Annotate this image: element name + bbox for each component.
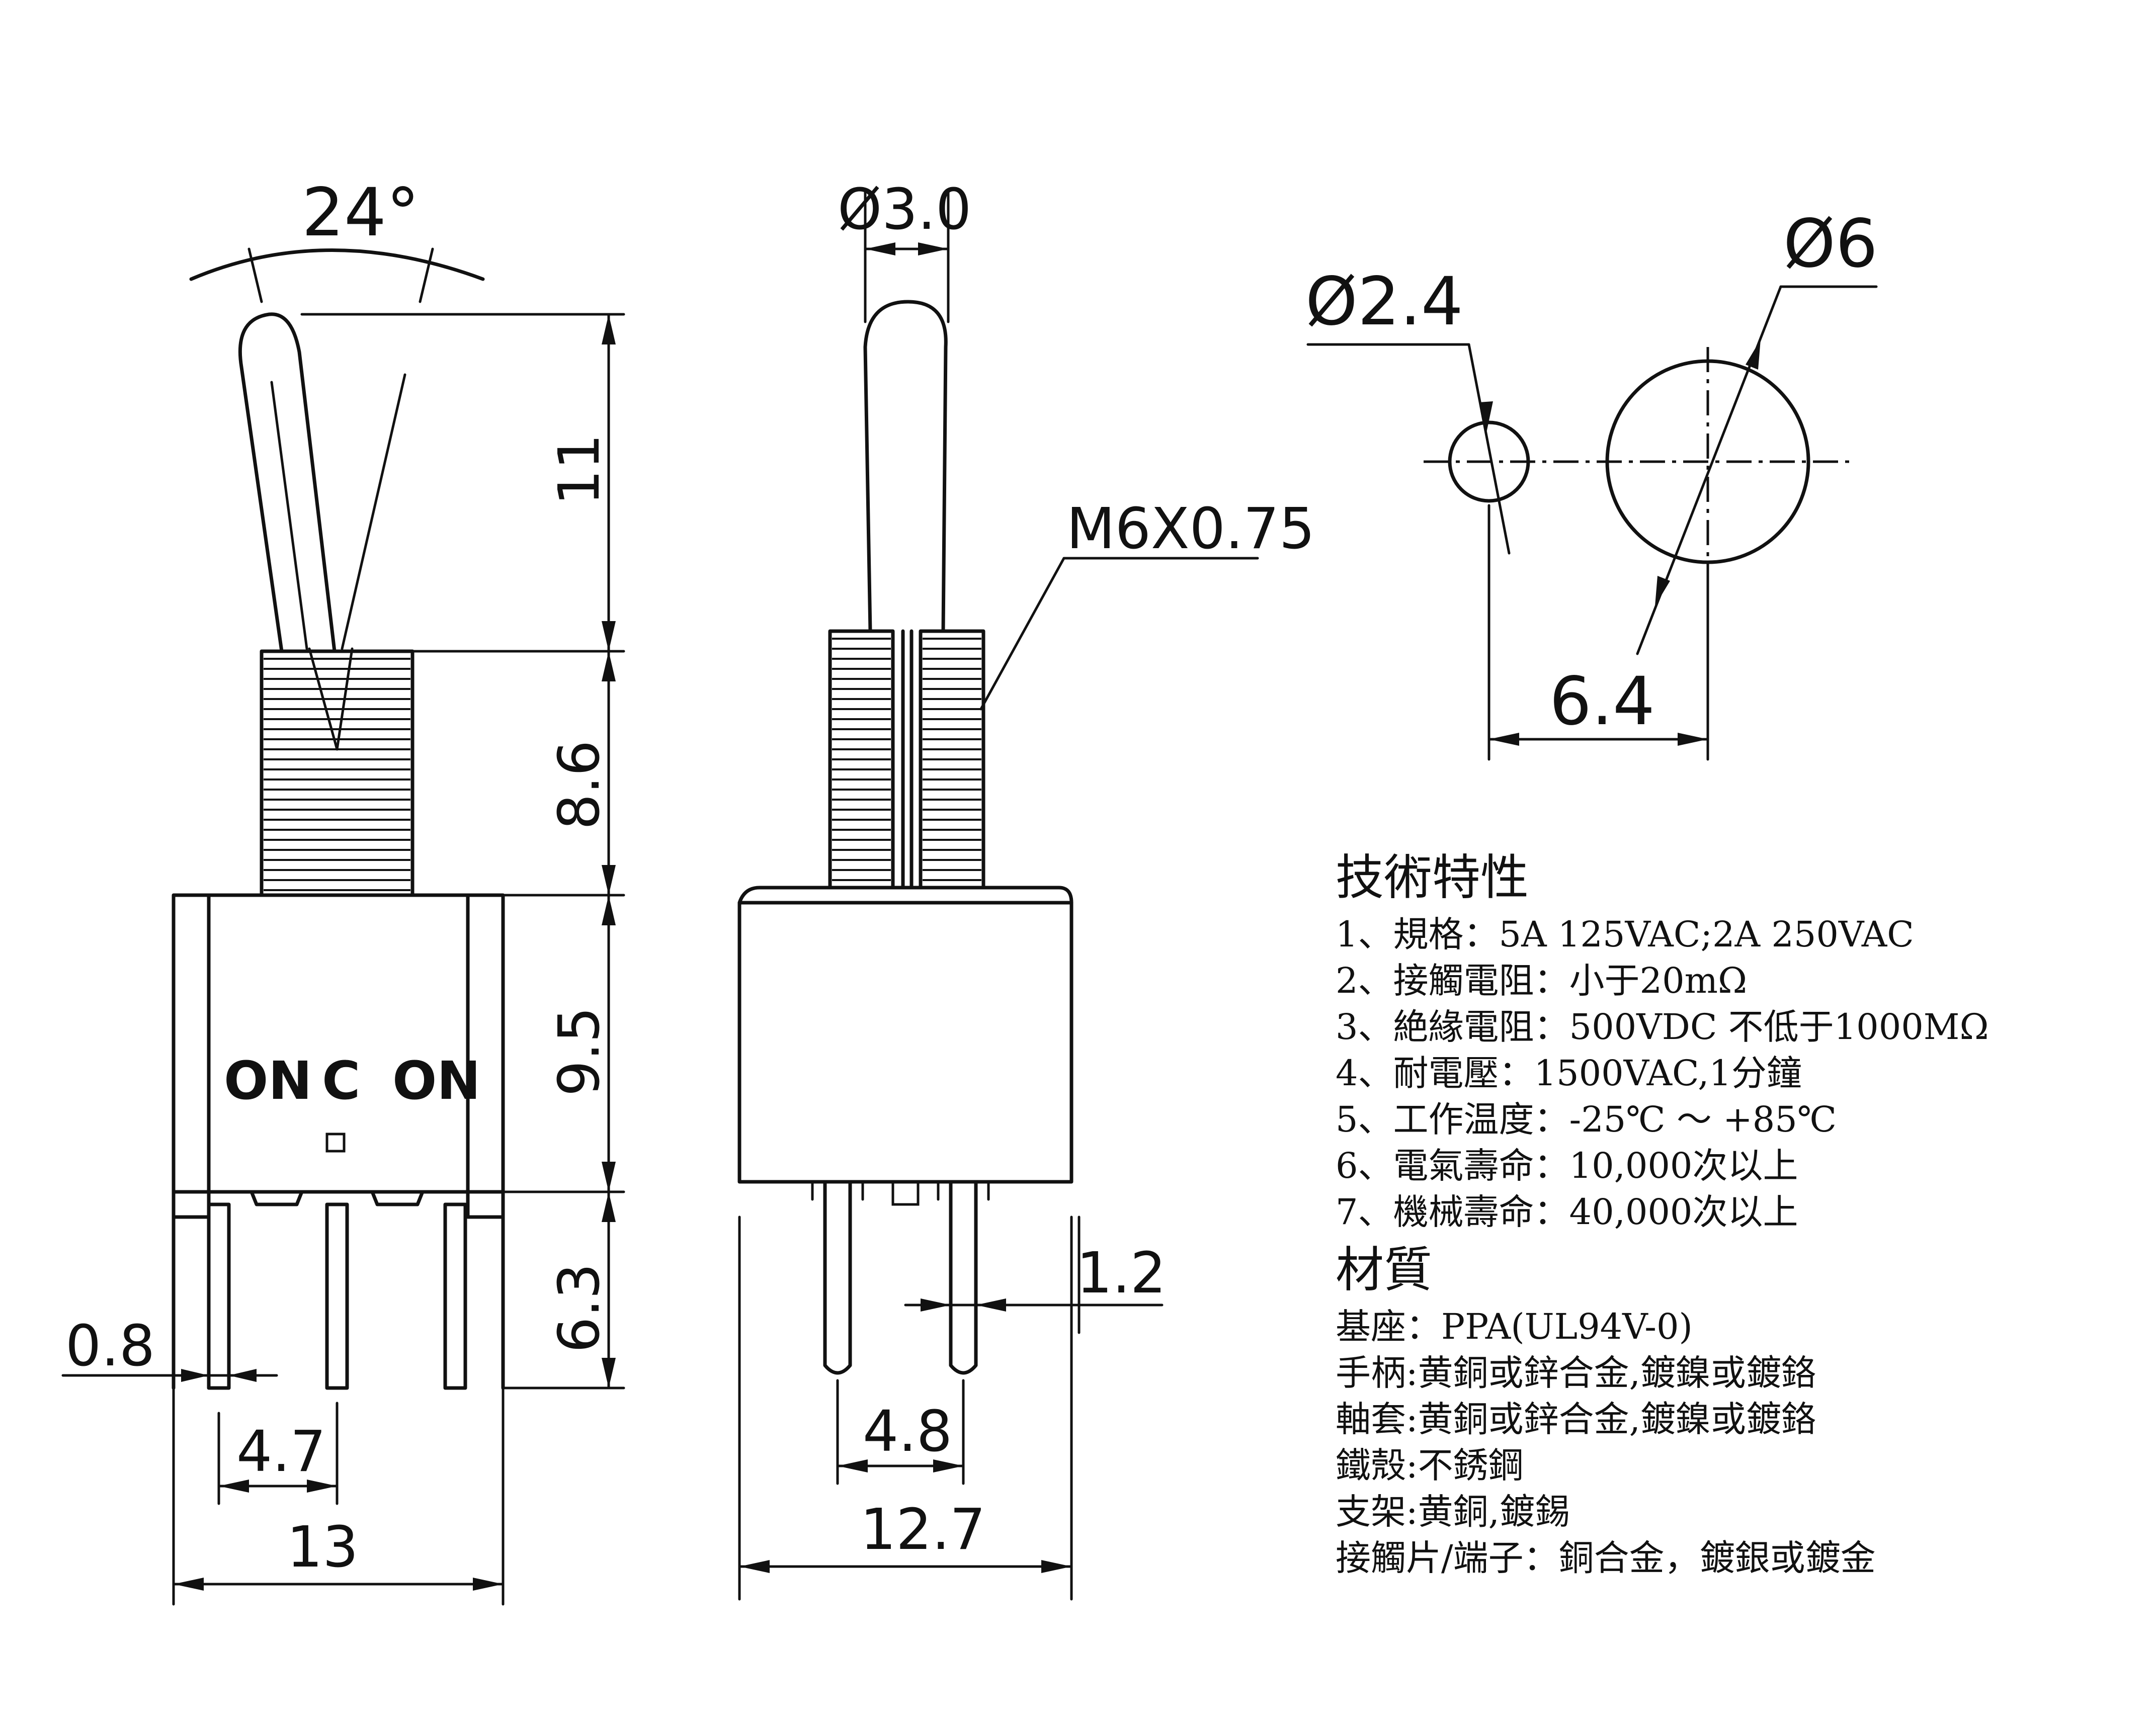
dim-arrow bbox=[1655, 576, 1670, 606]
tech-item: 2、接觸電阻：小于20mΩ bbox=[1336, 960, 1748, 1001]
dim-terminal-thickness: 1.2 bbox=[1076, 1241, 1166, 1306]
dim-arrow bbox=[739, 1560, 770, 1573]
tech-item: 7、機械壽命：40,000次以上 bbox=[1336, 1191, 1798, 1233]
dim-arrow bbox=[229, 1369, 257, 1382]
dim-arrow bbox=[1479, 401, 1493, 432]
dim-arrow bbox=[602, 1192, 616, 1222]
terminal-center bbox=[325, 1202, 349, 1390]
dim-arrow bbox=[602, 895, 616, 925]
dim-arrow bbox=[933, 1459, 963, 1472]
angle-extension-left bbox=[247, 247, 263, 303]
front-view: Ø3.0 M6X0.75 1.2 bbox=[737, 177, 1315, 1601]
dim-arrow bbox=[1746, 339, 1761, 370]
front-terminal-left bbox=[823, 1180, 852, 1375]
spec-panel: 技術特性 1、規格：5A 125VAC;2A 250VAC 2、接觸電阻：小于2… bbox=[1336, 850, 2130, 1581]
dim-arrow bbox=[602, 1358, 616, 1388]
on-left-label: ON bbox=[224, 1050, 312, 1111]
dim-terminal-pitch: 4.7 bbox=[236, 1419, 326, 1485]
dim-arrow bbox=[1489, 733, 1519, 746]
dim-arrow bbox=[865, 242, 895, 255]
dim-terminal-spacing: 4.8 bbox=[863, 1399, 952, 1464]
switch-body bbox=[172, 893, 505, 1194]
dim-arrow bbox=[181, 1369, 209, 1382]
pivot-square bbox=[325, 1133, 346, 1153]
bushing bbox=[260, 649, 415, 897]
side-view: 24° ON C ON bbox=[61, 174, 625, 1606]
tech-item: 5、工作温度：-25℃ ～ +85℃ bbox=[1336, 1099, 1837, 1140]
dim-terminal-length: 6.3 bbox=[547, 1263, 612, 1353]
dim-arrow bbox=[976, 1298, 1006, 1312]
front-center-tab bbox=[891, 1180, 920, 1206]
tech-title: 技術特性 bbox=[1336, 849, 1529, 906]
angle-arc bbox=[189, 248, 485, 281]
dim-arrow bbox=[219, 1480, 249, 1493]
dim-arrow bbox=[1041, 1560, 1071, 1573]
material-item: 軸套:黄銅或鋅合金,鍍鎳或鍍鉻 bbox=[1336, 1399, 1816, 1440]
lever-swing-line bbox=[341, 373, 406, 650]
main-hole-label: Ø6 bbox=[1783, 205, 1878, 283]
tech-item: 6、電氣壽命：10,000次以上 bbox=[1336, 1145, 1798, 1186]
dim-arrow bbox=[1678, 733, 1708, 746]
lever-front-outline bbox=[863, 300, 948, 633]
dim-arrow bbox=[918, 242, 948, 255]
angle-label: 24° bbox=[302, 174, 420, 251]
dim-arrow bbox=[473, 1578, 503, 1591]
dim-body-height: 9.5 bbox=[547, 1007, 612, 1096]
tech-item: 3、絶緣電阻：500VDC 不低于1000MΩ bbox=[1336, 1006, 1989, 1048]
dim-arrow bbox=[602, 621, 616, 651]
dim-arrow bbox=[838, 1459, 868, 1472]
dim-lever-height: 11 bbox=[547, 433, 612, 505]
lever-inner-line bbox=[270, 381, 308, 650]
body-front-top bbox=[737, 886, 1073, 905]
dim-arrow bbox=[307, 1480, 337, 1493]
tech-item: 4、耐電壓：1500VAC,1分鐘 bbox=[1336, 1053, 1802, 1094]
key-hole-label: Ø2.4 bbox=[1305, 263, 1463, 340]
key-hole-leader bbox=[1467, 343, 1511, 555]
material-title: 材質 bbox=[1336, 1242, 1432, 1298]
dim-bushing-height: 8.6 bbox=[547, 740, 612, 830]
front-terminal-right bbox=[949, 1180, 978, 1375]
base-notches bbox=[207, 1190, 470, 1206]
dim-body-width: 13 bbox=[287, 1515, 359, 1580]
panel-cutout: Ø2.4 Ø6 6.4 bbox=[1305, 205, 1878, 761]
bushing-front-threads bbox=[832, 638, 981, 881]
on-right-label: ON bbox=[392, 1050, 480, 1111]
material-item: 手柄:黄銅或鋅合金,鍍鎳或鍍鉻 bbox=[1336, 1352, 1816, 1394]
dim-arrow bbox=[602, 651, 616, 681]
dim-arrow bbox=[602, 314, 616, 344]
material-item: 支架:黄銅,鍍錫 bbox=[1336, 1491, 1570, 1532]
dim-arrow bbox=[174, 1578, 204, 1591]
material-item: 鐵殼:不銹鋼 bbox=[1336, 1445, 1524, 1486]
material-item: 基座：PPA(UL94V-0) bbox=[1336, 1306, 1693, 1347]
angle-extension-right bbox=[419, 247, 434, 303]
dim-arrow bbox=[602, 865, 616, 895]
common-label: C bbox=[322, 1050, 360, 1111]
terminal-right bbox=[443, 1202, 467, 1390]
dim-lever-diameter: Ø3.0 bbox=[838, 177, 971, 242]
bushing-threads bbox=[264, 658, 410, 891]
thread-leader bbox=[979, 557, 1065, 711]
tech-item: 1、規格：5A 125VAC;2A 250VAC bbox=[1336, 914, 1914, 955]
dim-arrow bbox=[921, 1298, 951, 1312]
body-front bbox=[737, 901, 1073, 1184]
thread-spec: M6X0.75 bbox=[1066, 496, 1315, 562]
terminal-left bbox=[207, 1202, 231, 1390]
dim-front-width: 12.7 bbox=[860, 1497, 985, 1563]
dim-center-distance: 6.4 bbox=[1549, 663, 1655, 740]
lever-outline bbox=[238, 312, 337, 653]
dim-terminal-width: 0.8 bbox=[65, 1314, 155, 1379]
material-item: 接觸片/端子：銅合金，鍍銀或鍍金 bbox=[1336, 1537, 1876, 1579]
dim-arrow bbox=[602, 1162, 616, 1192]
